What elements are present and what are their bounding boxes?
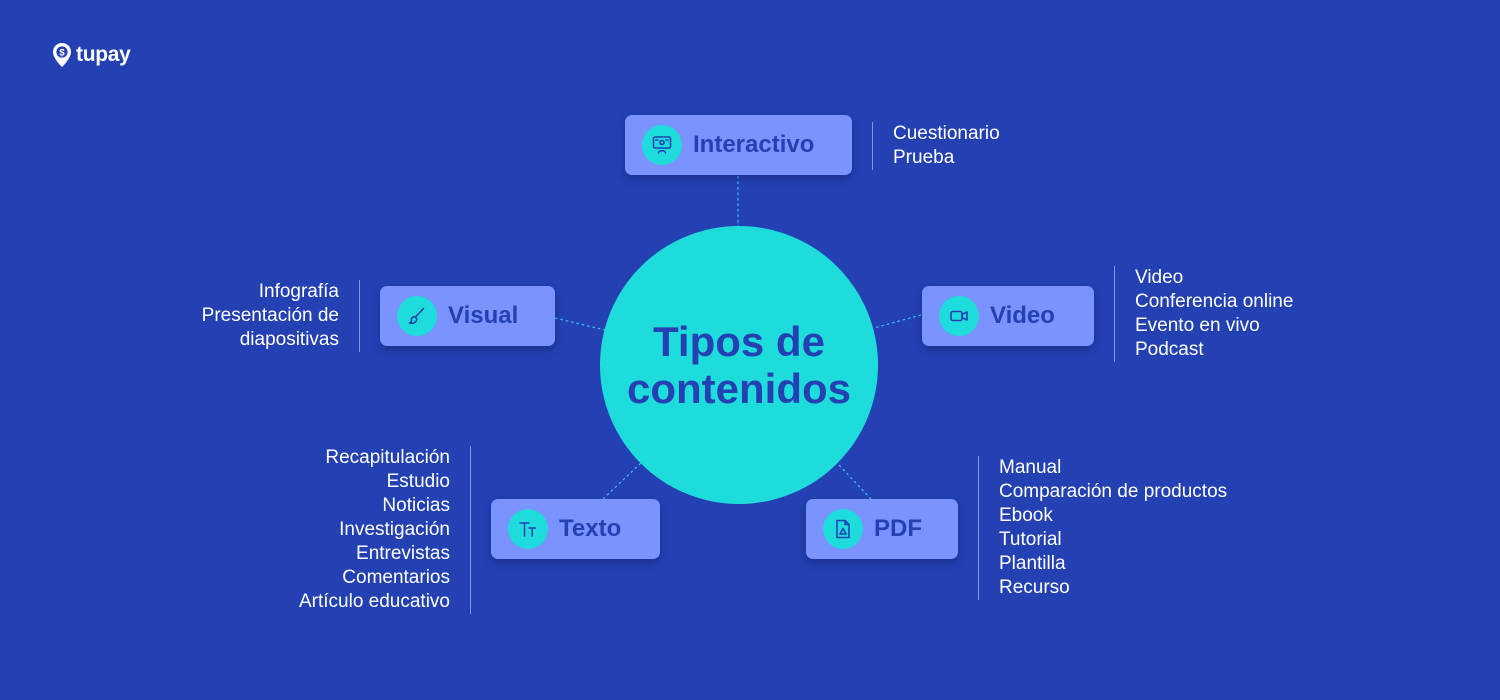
dollar-pin-icon: $ bbox=[53, 43, 71, 67]
svg-text:$: $ bbox=[59, 48, 65, 59]
list-item: Conferencia online bbox=[1135, 291, 1294, 312]
paint-brush-icon bbox=[397, 296, 437, 336]
list-visual: Infografía Presentación de diapositivas bbox=[202, 280, 360, 352]
node-pdf: PDF bbox=[806, 499, 958, 559]
list-item: Evento en vivo bbox=[1135, 315, 1260, 336]
node-texto: Texto bbox=[491, 499, 660, 559]
list-texto: Recapitulación Estudio Noticias Investig… bbox=[299, 446, 471, 614]
center-title: Tipos de contenidos bbox=[624, 318, 854, 412]
list-item: diapositivas bbox=[239, 329, 339, 350]
list-item: Recurso bbox=[999, 577, 1070, 598]
list-item: Infografía bbox=[258, 281, 339, 302]
center-title-line2: contenidos bbox=[626, 365, 851, 412]
brand-logo: $ tupay bbox=[52, 42, 131, 68]
list-item: Comparación de productos bbox=[999, 481, 1228, 502]
list-pdf: Manual Comparación de productos Ebook Tu… bbox=[978, 456, 1227, 600]
presentation-board-icon bbox=[642, 125, 682, 165]
list-item: Presentación de bbox=[201, 305, 339, 326]
center-topic: Tipos de contenidos bbox=[600, 226, 878, 504]
list-item: Recapitulación bbox=[325, 447, 450, 468]
list-item: Cuestionario bbox=[893, 123, 1000, 144]
node-label-interactivo: Interactivo bbox=[693, 131, 815, 158]
list-item: Artículo educativo bbox=[298, 591, 450, 612]
pdf-file-icon bbox=[823, 509, 863, 549]
list-item: Podcast bbox=[1135, 339, 1204, 360]
list-item: Tutorial bbox=[999, 529, 1062, 550]
node-video: Video bbox=[922, 286, 1094, 346]
node-interactivo: Interactivo bbox=[625, 115, 852, 175]
brand-name: tupay bbox=[76, 43, 131, 66]
node-label-pdf: PDF bbox=[874, 515, 922, 542]
list-item: Plantilla bbox=[999, 553, 1066, 574]
center-title-line1: Tipos de bbox=[653, 318, 825, 365]
node-visual: Visual bbox=[380, 286, 555, 346]
list-item: Entrevistas bbox=[356, 543, 450, 564]
list-item: Manual bbox=[999, 457, 1062, 478]
text-size-icon bbox=[508, 509, 548, 549]
list-video: Video Conferencia online Evento en vivo … bbox=[1114, 266, 1293, 362]
connector-visual bbox=[554, 317, 606, 331]
node-label-texto: Texto bbox=[559, 515, 622, 542]
list-item: Noticias bbox=[382, 495, 450, 516]
video-camera-icon bbox=[939, 296, 979, 336]
list-item: Ebook bbox=[999, 505, 1053, 526]
list-item: Estudio bbox=[386, 471, 450, 492]
list-item: Comentarios bbox=[342, 567, 450, 588]
list-item: Prueba bbox=[893, 147, 955, 168]
connector-texto bbox=[602, 462, 642, 500]
list-item: Video bbox=[1135, 267, 1184, 288]
list-item: Investigación bbox=[339, 519, 450, 540]
node-label-visual: Visual bbox=[448, 302, 519, 329]
list-interactivo: Cuestionario Prueba bbox=[872, 122, 1000, 170]
connector-video bbox=[873, 314, 922, 329]
connector-pdf bbox=[837, 463, 872, 500]
node-label-video: Video bbox=[990, 302, 1055, 329]
